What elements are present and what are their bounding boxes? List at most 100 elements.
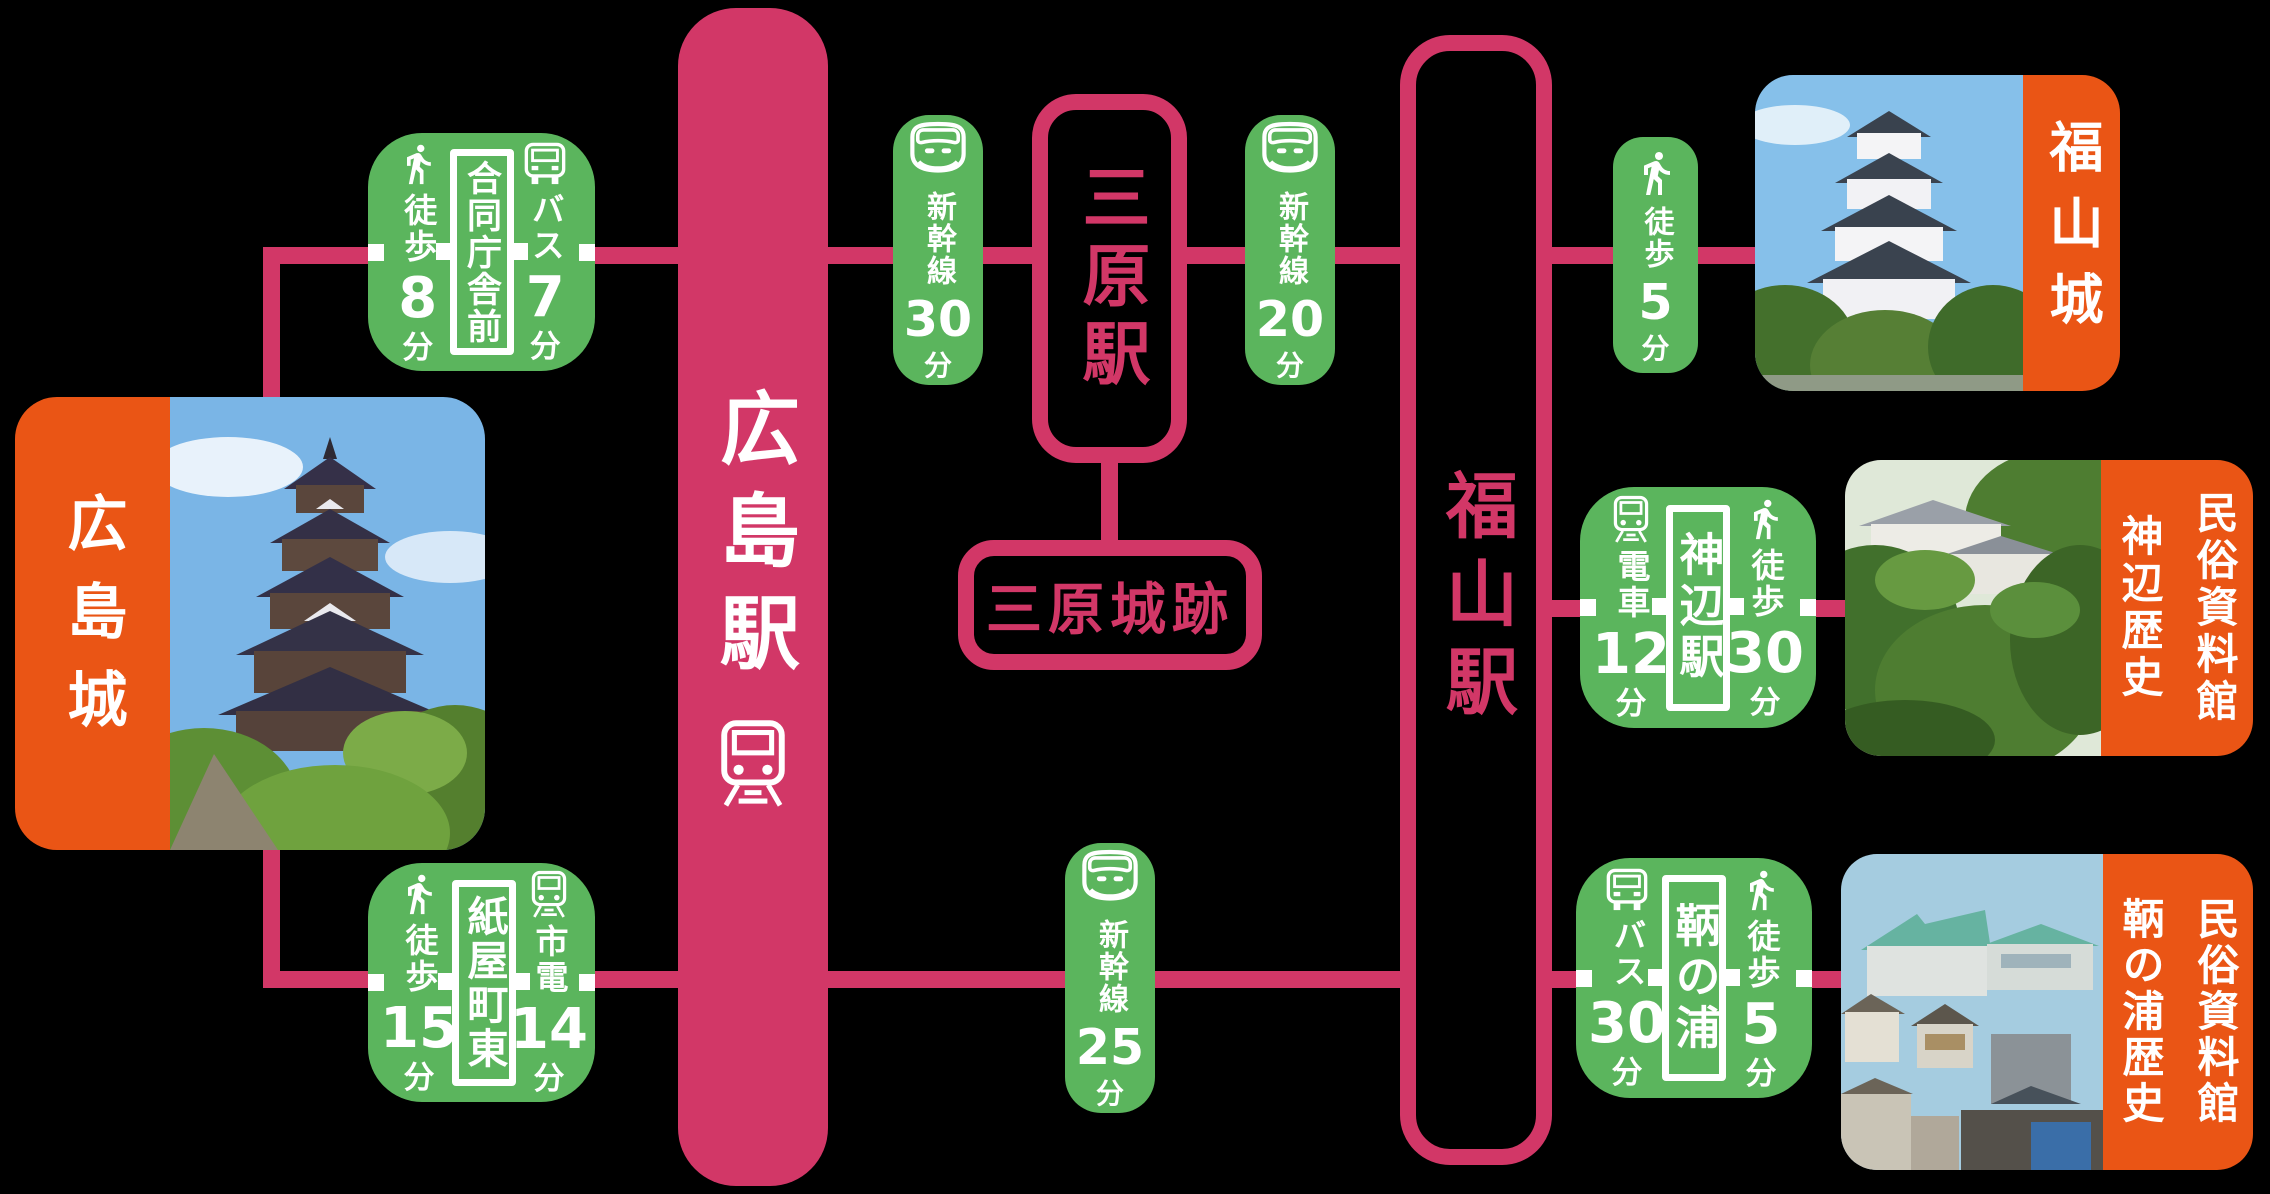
stop-kamiyacho-label: 紙屋町東 (460, 894, 508, 1071)
badge-walk-5-fukuyama-castle: 徒歩 5 分 (1613, 137, 1698, 373)
connector-stub (368, 974, 384, 991)
card-fukuyama-castle-label: 福山城 (2040, 119, 2103, 347)
badge-godochosha-bus-column: バス 7 分 (514, 142, 578, 363)
duration-unit: 分 (1745, 1055, 1777, 1092)
spot-mihara-castle-ruins: 三原城跡 (958, 540, 1262, 670)
card-tomonoura-museum: 鞆の浦歴史 民俗資料館 (1841, 854, 2253, 1170)
badge-shinkansen-30: 新幹線 30 分 (893, 115, 983, 385)
connector-stub (435, 242, 451, 260)
walk-icon (397, 871, 441, 917)
duration-unit: 分 (923, 348, 952, 382)
connector-stub (512, 242, 528, 260)
connector-stub (515, 973, 530, 990)
shinkansen-icon (1081, 849, 1139, 911)
connector-stub (1796, 969, 1812, 987)
duration-unit: 分 (529, 328, 561, 365)
train-icon (712, 719, 794, 807)
connector-stub (1652, 598, 1667, 615)
card-kannabe-museum-band: 神辺歴史 民俗資料館 (2101, 460, 2253, 756)
mode-label: 徒歩 (400, 923, 439, 995)
badge-tomonoura: バス 30 分 鞆の浦 徒歩 5 分 (1576, 858, 1812, 1098)
duration-unit: 分 (1641, 331, 1670, 365)
badge-shinkansen-25: 新幹線 25 分 (1065, 843, 1155, 1113)
badge-kamiyacho: 徒歩 15 分 紙屋町東 市電 14 分 (368, 863, 595, 1102)
card-kannabe-museum-label-line2: 民俗資料館 (2190, 490, 2239, 726)
mode-label: 市電 (530, 924, 569, 996)
connector-stub (1580, 599, 1596, 616)
station-kannabe-label: 神辺駅 (1671, 531, 1725, 684)
duration-unit: 分 (1615, 686, 1647, 722)
bus-icon (522, 142, 568, 186)
connector-stub (368, 243, 384, 261)
mode-label: 徒歩 (1742, 918, 1781, 991)
stop-tomonoura-label: 鞆の浦 (1667, 901, 1721, 1055)
card-tomonoura-museum-label-line1: 鞆の浦歴史 (2116, 897, 2165, 1127)
badge-kannabe-train-column: 電車 12 分 (1592, 495, 1670, 722)
train-icon (1609, 495, 1653, 543)
card-hiroshima-castle-label: 広島城 (57, 491, 127, 756)
connector-stub (579, 974, 595, 991)
mode-label: 電車 (1612, 549, 1651, 621)
station-mihara-label: 三原駅 (1070, 161, 1149, 396)
station-fukuyama-label: 福山駅 (1433, 468, 1518, 732)
walk-icon (1739, 867, 1783, 913)
duration-unit: 分 (1275, 348, 1304, 382)
duration-value: 5 (1638, 273, 1673, 331)
badge-kamiyacho-tram-column: 市電 14 分 (510, 870, 588, 1097)
duration-value: 30 (1588, 990, 1666, 1056)
mode-label: 徒歩 (1638, 205, 1674, 270)
card-fukuyama-castle: 福山城 (1755, 75, 2120, 391)
connector-stub (1729, 598, 1744, 615)
station-mihara: 三原駅 (1032, 94, 1187, 463)
duration-value: 8 (398, 265, 438, 331)
kannabe-museum-photo (1845, 460, 2101, 756)
badge-godochosha-walk-column: 徒歩 8 分 (386, 141, 450, 364)
duration-unit: 分 (1611, 1054, 1643, 1091)
mode-label: 徒歩 (398, 192, 438, 265)
hiroshima-castle-photo (170, 397, 485, 850)
duration-value: 7 (525, 264, 565, 330)
connector-stub (1800, 599, 1816, 616)
walk-icon (1743, 496, 1787, 542)
mode-label: 新幹線 (921, 190, 956, 287)
bus-icon (1604, 868, 1650, 912)
connector-stub (579, 243, 595, 261)
stop-kamiyacho-box: 紙屋町東 (438, 879, 530, 1086)
mode-label: 新幹線 (1273, 190, 1308, 287)
stop-godochosha-box: 合同庁舎前 (435, 149, 528, 355)
duration-unit: 分 (1095, 1076, 1124, 1110)
shinkansen-icon (1261, 121, 1319, 183)
card-kannabe-museum-label-line1: 神辺歴史 (2115, 514, 2164, 702)
walk-icon (396, 141, 440, 187)
mode-label: バス (526, 191, 566, 264)
badge-tomonoura-bus-column: バス 30 分 (1588, 868, 1666, 1091)
duration-value: 30 (1726, 621, 1804, 686)
shinkansen-icon (909, 121, 967, 183)
card-tomonoura-museum-label-line2: 民俗資料館 (2191, 897, 2240, 1127)
duration-value: 15 (380, 996, 458, 1061)
card-hiroshima-castle-band: 広島城 (15, 397, 170, 850)
duration-unit: 分 (402, 329, 434, 366)
station-kannabe-box: 神辺駅 (1652, 504, 1744, 711)
connector-stub (438, 973, 453, 990)
station-hiroshima-label: 広島駅 (707, 387, 800, 693)
badge-kannabe-walk-column: 徒歩 30 分 (1726, 496, 1804, 719)
badge-kamiyacho-walk-column: 徒歩 15 分 (380, 871, 458, 1094)
connector-stub (1725, 968, 1740, 986)
connector-stub (1576, 969, 1592, 987)
card-kannabe-museum: 神辺歴史 民俗資料館 (1845, 460, 2253, 756)
badge-tomonoura-walk-column: 徒歩 5 分 (1728, 867, 1794, 1090)
tomonoura-museum-photo (1841, 854, 2103, 1170)
card-fukuyama-castle-band: 福山城 (2023, 75, 2120, 391)
duration-value: 25 (1075, 1018, 1145, 1076)
duration-unit: 分 (533, 1061, 565, 1097)
badge-godochosha: 徒歩 8 分 合同庁舎前 バス 7 分 (368, 133, 595, 371)
connector-stub (1648, 968, 1663, 986)
duration-value: 12 (1592, 622, 1670, 687)
stop-godochosha-label: 合同庁舎前 (461, 159, 501, 345)
fukuyama-castle-photo (1755, 75, 2023, 391)
station-fukuyama: 福山駅 (1400, 35, 1552, 1165)
card-tomonoura-museum-band: 鞆の浦歴史 民俗資料館 (2103, 854, 2253, 1170)
duration-value: 5 (1741, 991, 1781, 1057)
mode-label: 徒歩 (1746, 548, 1785, 620)
